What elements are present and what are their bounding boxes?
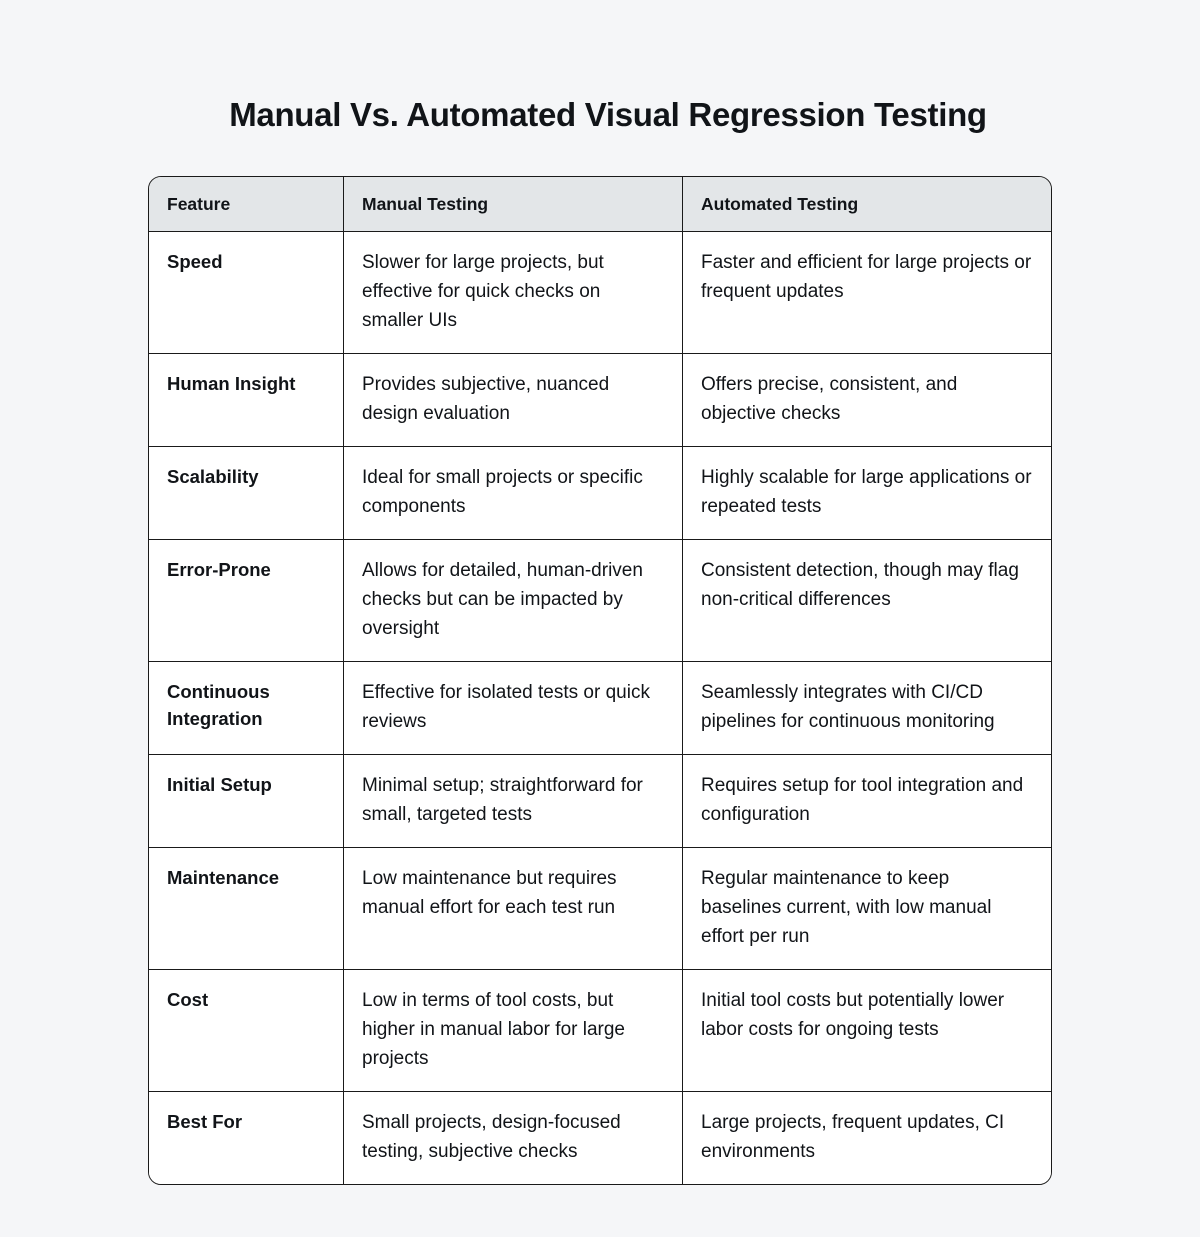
table-row: Maintenance Low maintenance but requires… <box>149 848 1051 970</box>
table-row: Best For Small projects, design-focused … <box>149 1092 1051 1184</box>
table-row: Initial Setup Minimal setup; straightfor… <box>149 755 1051 848</box>
cell-automated: Faster and efficient for large projects … <box>682 232 1051 354</box>
table-row: Scalability Ideal for small projects or … <box>149 447 1051 540</box>
cell-manual: Minimal setup; straightforward for small… <box>343 755 682 848</box>
table-row: Continuous Integration Effective for iso… <box>149 662 1051 755</box>
cell-automated: Highly scalable for large applications o… <box>682 447 1051 540</box>
cell-manual: Effective for isolated tests or quick re… <box>343 662 682 755</box>
table-row: Cost Low in terms of tool costs, but hig… <box>149 970 1051 1092</box>
cell-feature: Maintenance <box>149 848 343 970</box>
cell-automated: Initial tool costs but potentially lower… <box>682 970 1051 1092</box>
cell-automated: Seamlessly integrates with CI/CD pipelin… <box>682 662 1051 755</box>
table-row: Speed Slower for large projects, but eff… <box>149 232 1051 354</box>
column-header-automated: Automated Testing <box>682 177 1051 232</box>
cell-feature: Cost <box>149 970 343 1092</box>
cell-manual: Low maintenance but requires manual effo… <box>343 848 682 970</box>
cell-feature: Initial Setup <box>149 755 343 848</box>
table-body: Speed Slower for large projects, but eff… <box>149 232 1051 1184</box>
cell-automated: Consistent detection, though may flag no… <box>682 540 1051 662</box>
cell-feature: Speed <box>149 232 343 354</box>
column-header-manual: Manual Testing <box>343 177 682 232</box>
cell-automated: Requires setup for tool integration and … <box>682 755 1051 848</box>
cell-manual: Slower for large projects, but effective… <box>343 232 682 354</box>
cell-feature: Continuous Integration <box>149 662 343 755</box>
cell-automated: Large projects, frequent updates, CI env… <box>682 1092 1051 1184</box>
page-title: Manual Vs. Automated Visual Regression T… <box>229 96 987 134</box>
cell-manual: Ideal for small projects or specific com… <box>343 447 682 540</box>
table-header: Feature Manual Testing Automated Testing <box>149 177 1051 232</box>
cell-manual: Allows for detailed, human-driven checks… <box>343 540 682 662</box>
cell-feature: Scalability <box>149 447 343 540</box>
cell-feature: Human Insight <box>149 354 343 447</box>
cell-manual: Provides subjective, nuanced design eval… <box>343 354 682 447</box>
cell-feature: Error-Prone <box>149 540 343 662</box>
comparison-table: Feature Manual Testing Automated Testing… <box>148 176 1052 1185</box>
column-header-feature: Feature <box>149 177 343 232</box>
comparison-table-container: Feature Manual Testing Automated Testing… <box>148 176 1052 1185</box>
cell-automated: Offers precise, consistent, and objectiv… <box>682 354 1051 447</box>
cell-manual: Low in terms of tool costs, but higher i… <box>343 970 682 1092</box>
cell-feature: Best For <box>149 1092 343 1184</box>
table-row: Human Insight Provides subjective, nuanc… <box>149 354 1051 447</box>
cell-automated: Regular maintenance to keep baselines cu… <box>682 848 1051 970</box>
table-row: Error-Prone Allows for detailed, human-d… <box>149 540 1051 662</box>
cell-manual: Small projects, design-focused testing, … <box>343 1092 682 1184</box>
table-header-row: Feature Manual Testing Automated Testing <box>149 177 1051 232</box>
